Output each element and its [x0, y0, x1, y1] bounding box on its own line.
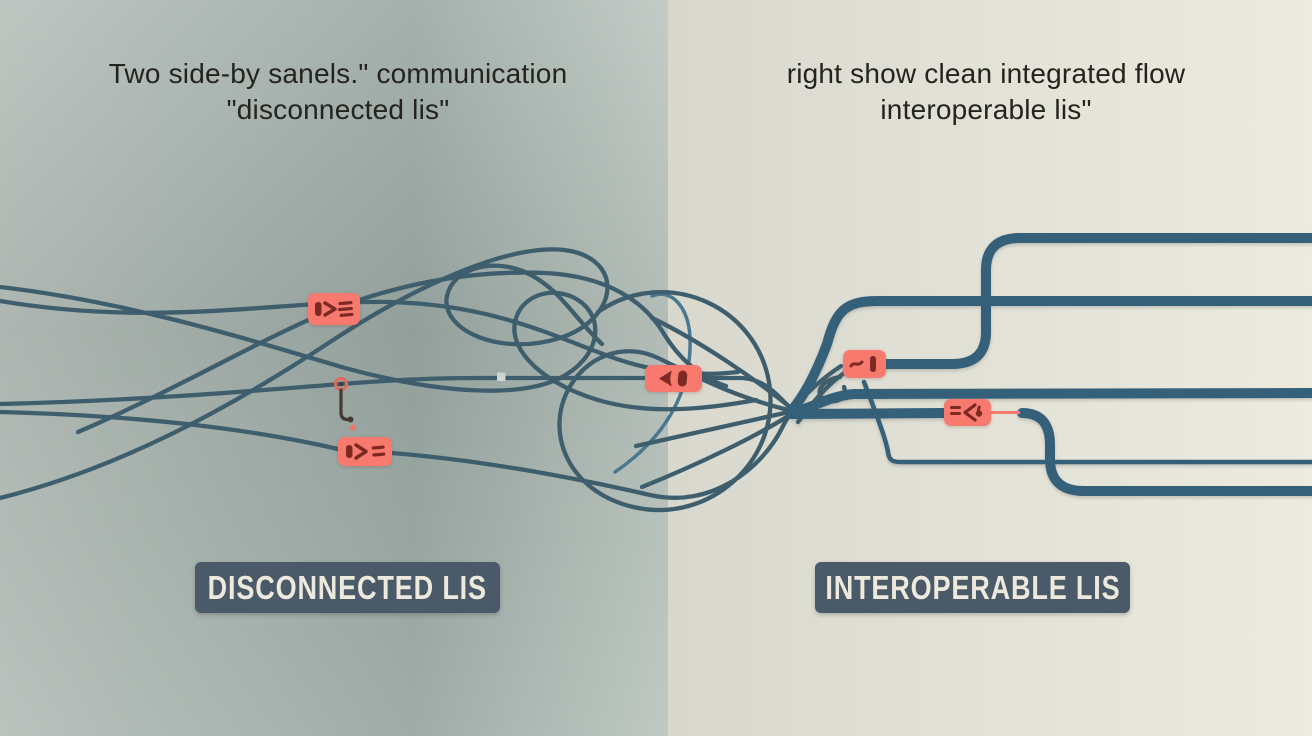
disconnected-lis-label-text: DISCONNECTED LIS — [207, 568, 488, 606]
interoperable-panel-background — [668, 0, 1312, 736]
disconnected-panel-background — [0, 0, 668, 736]
left-panel-caption: Two side-by sanels." communication "disc… — [10, 56, 666, 128]
right-caption-line2: interoperable lis" — [880, 94, 1092, 125]
plug-chevron-equals-connector-icon — [338, 437, 392, 466]
equals-chevron-dot-connector-icon — [944, 399, 991, 426]
dangling-cable-icon — [334, 377, 356, 431]
plug-chevron-bars-connector-icon — [308, 293, 360, 325]
left-caption-line2: "disconnected lis" — [226, 94, 450, 125]
right-panel-caption: right show clean integrated flow interop… — [672, 56, 1300, 128]
right-caption-line1: right show clean integrated flow — [786, 58, 1186, 89]
wire-gap-marker — [497, 372, 506, 381]
squiggle-pill-connector-icon — [843, 350, 886, 378]
clean-wires — [786, 233, 1312, 496]
interoperable-lis-label-text: INTEROPERABLE LIS — [824, 568, 1121, 606]
left-caption-line1: Two side-by sanels." communication — [108, 58, 568, 89]
chevron-pill-connector-icon — [645, 365, 702, 392]
interoperable-lis-label: INTEROPERABLE LIS — [815, 562, 1130, 613]
disconnected-lis-label: DISCONNECTED LIS — [195, 562, 500, 613]
